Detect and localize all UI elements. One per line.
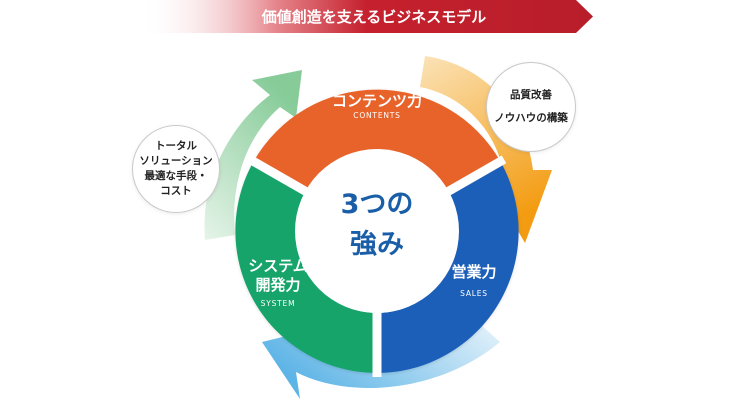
title-banner: 価値創造を支えるビジネスモデル (140, 0, 593, 33)
cycle-arrow-blue (262, 324, 500, 399)
callout-left-line-4: コスト (160, 185, 192, 197)
callout-right-line-1: 品質改善 (510, 89, 552, 101)
callout-total-solution: トータル ソリューション 最適な手段・ コスト (132, 125, 220, 213)
banner-shape (140, 0, 593, 33)
center-line-1: 3つの (341, 189, 414, 220)
sales-sub: SALES (460, 289, 488, 298)
strength-ring (235, 89, 519, 373)
callout-left-line-2: ソリューション (139, 155, 213, 167)
callout-left-line-1: トータル (155, 140, 197, 152)
segment-dividers (247, 155, 507, 377)
center-circle (295, 149, 459, 313)
center-line-2: 強み (350, 229, 404, 260)
contents-label: コンテンツ力 (332, 92, 422, 110)
callout-quality-improvement: 品質改善 ノウハウの構築 (486, 62, 576, 152)
segment-contents (253, 89, 501, 192)
banner-title: 価値創造を支えるビジネスモデル (261, 8, 487, 26)
callout-right-line-2: ノウハウの構築 (494, 112, 568, 124)
sales-label: 営業力 (451, 263, 496, 281)
contents-sub: CONTENTS (353, 111, 400, 120)
callout-left-line-3: 最適な手段・ (144, 170, 208, 182)
system-sub: SYSTEM (261, 299, 296, 308)
system-label-line-2: 開発力 (255, 276, 300, 294)
cycle-arrow-orange (420, 56, 552, 243)
system-label-line-1: システム (248, 257, 308, 275)
cycle-arrow-green (204, 70, 302, 240)
segment-sales (377, 161, 519, 373)
segment-system (235, 161, 377, 373)
